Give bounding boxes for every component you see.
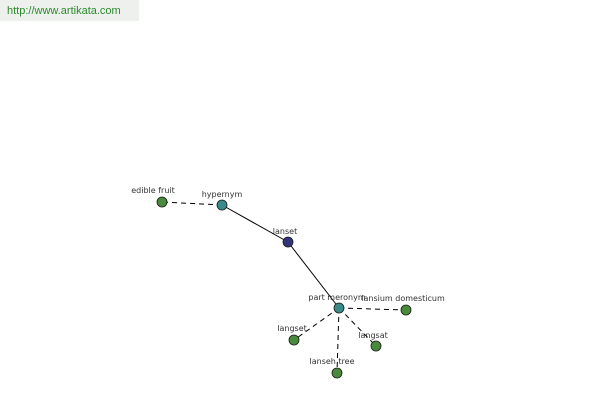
edge-lanset-to-part-meronym (287, 241, 340, 309)
node-label-hypernym[interactable]: hypernym (202, 190, 243, 199)
edges-layer (161, 201, 407, 374)
node-label-lanseh-tree[interactable]: lanseh tree (310, 357, 355, 366)
source-link[interactable]: http://www.artikata.com (7, 5, 121, 17)
node-lanseh-tree[interactable] (331, 367, 343, 379)
edge-part-meronym-to-lanseh-tree (336, 307, 340, 374)
node-langsat[interactable] (370, 340, 382, 352)
node-label-edible-fruit[interactable]: edible fruit (131, 186, 175, 195)
node-label-part-meronym[interactable]: part meronym (308, 293, 365, 302)
edge-part-meronym-to-langsat (338, 307, 377, 347)
node-langset[interactable] (288, 334, 300, 346)
node-label-lansium-domesticum[interactable]: lansium domesticum (361, 294, 445, 303)
source-banner: http://www.artikata.com (0, 0, 139, 21)
edge-part-meronym-to-lansium-domesticum (338, 307, 407, 311)
node-label-langset[interactable]: langset (277, 324, 307, 333)
edge-hypernym-to-edible-fruit (161, 201, 223, 206)
node-edible-fruit[interactable] (156, 196, 168, 208)
labels-layer: lanset hypernym part meronym edible fruit la… (131, 186, 445, 366)
node-label-langsat[interactable]: langsat (358, 331, 387, 340)
node-hypernym[interactable] (216, 199, 228, 211)
edge-part-meronym-to-langset (293, 307, 340, 341)
nodes-layer (156, 196, 412, 379)
node-label-lanset[interactable]: lanset (273, 227, 297, 236)
node-lanset[interactable] (282, 236, 294, 248)
node-part-meronym[interactable] (333, 302, 345, 314)
node-lansium-domesticum[interactable] (400, 304, 412, 316)
edge-lanset-to-hypernym (221, 204, 289, 243)
